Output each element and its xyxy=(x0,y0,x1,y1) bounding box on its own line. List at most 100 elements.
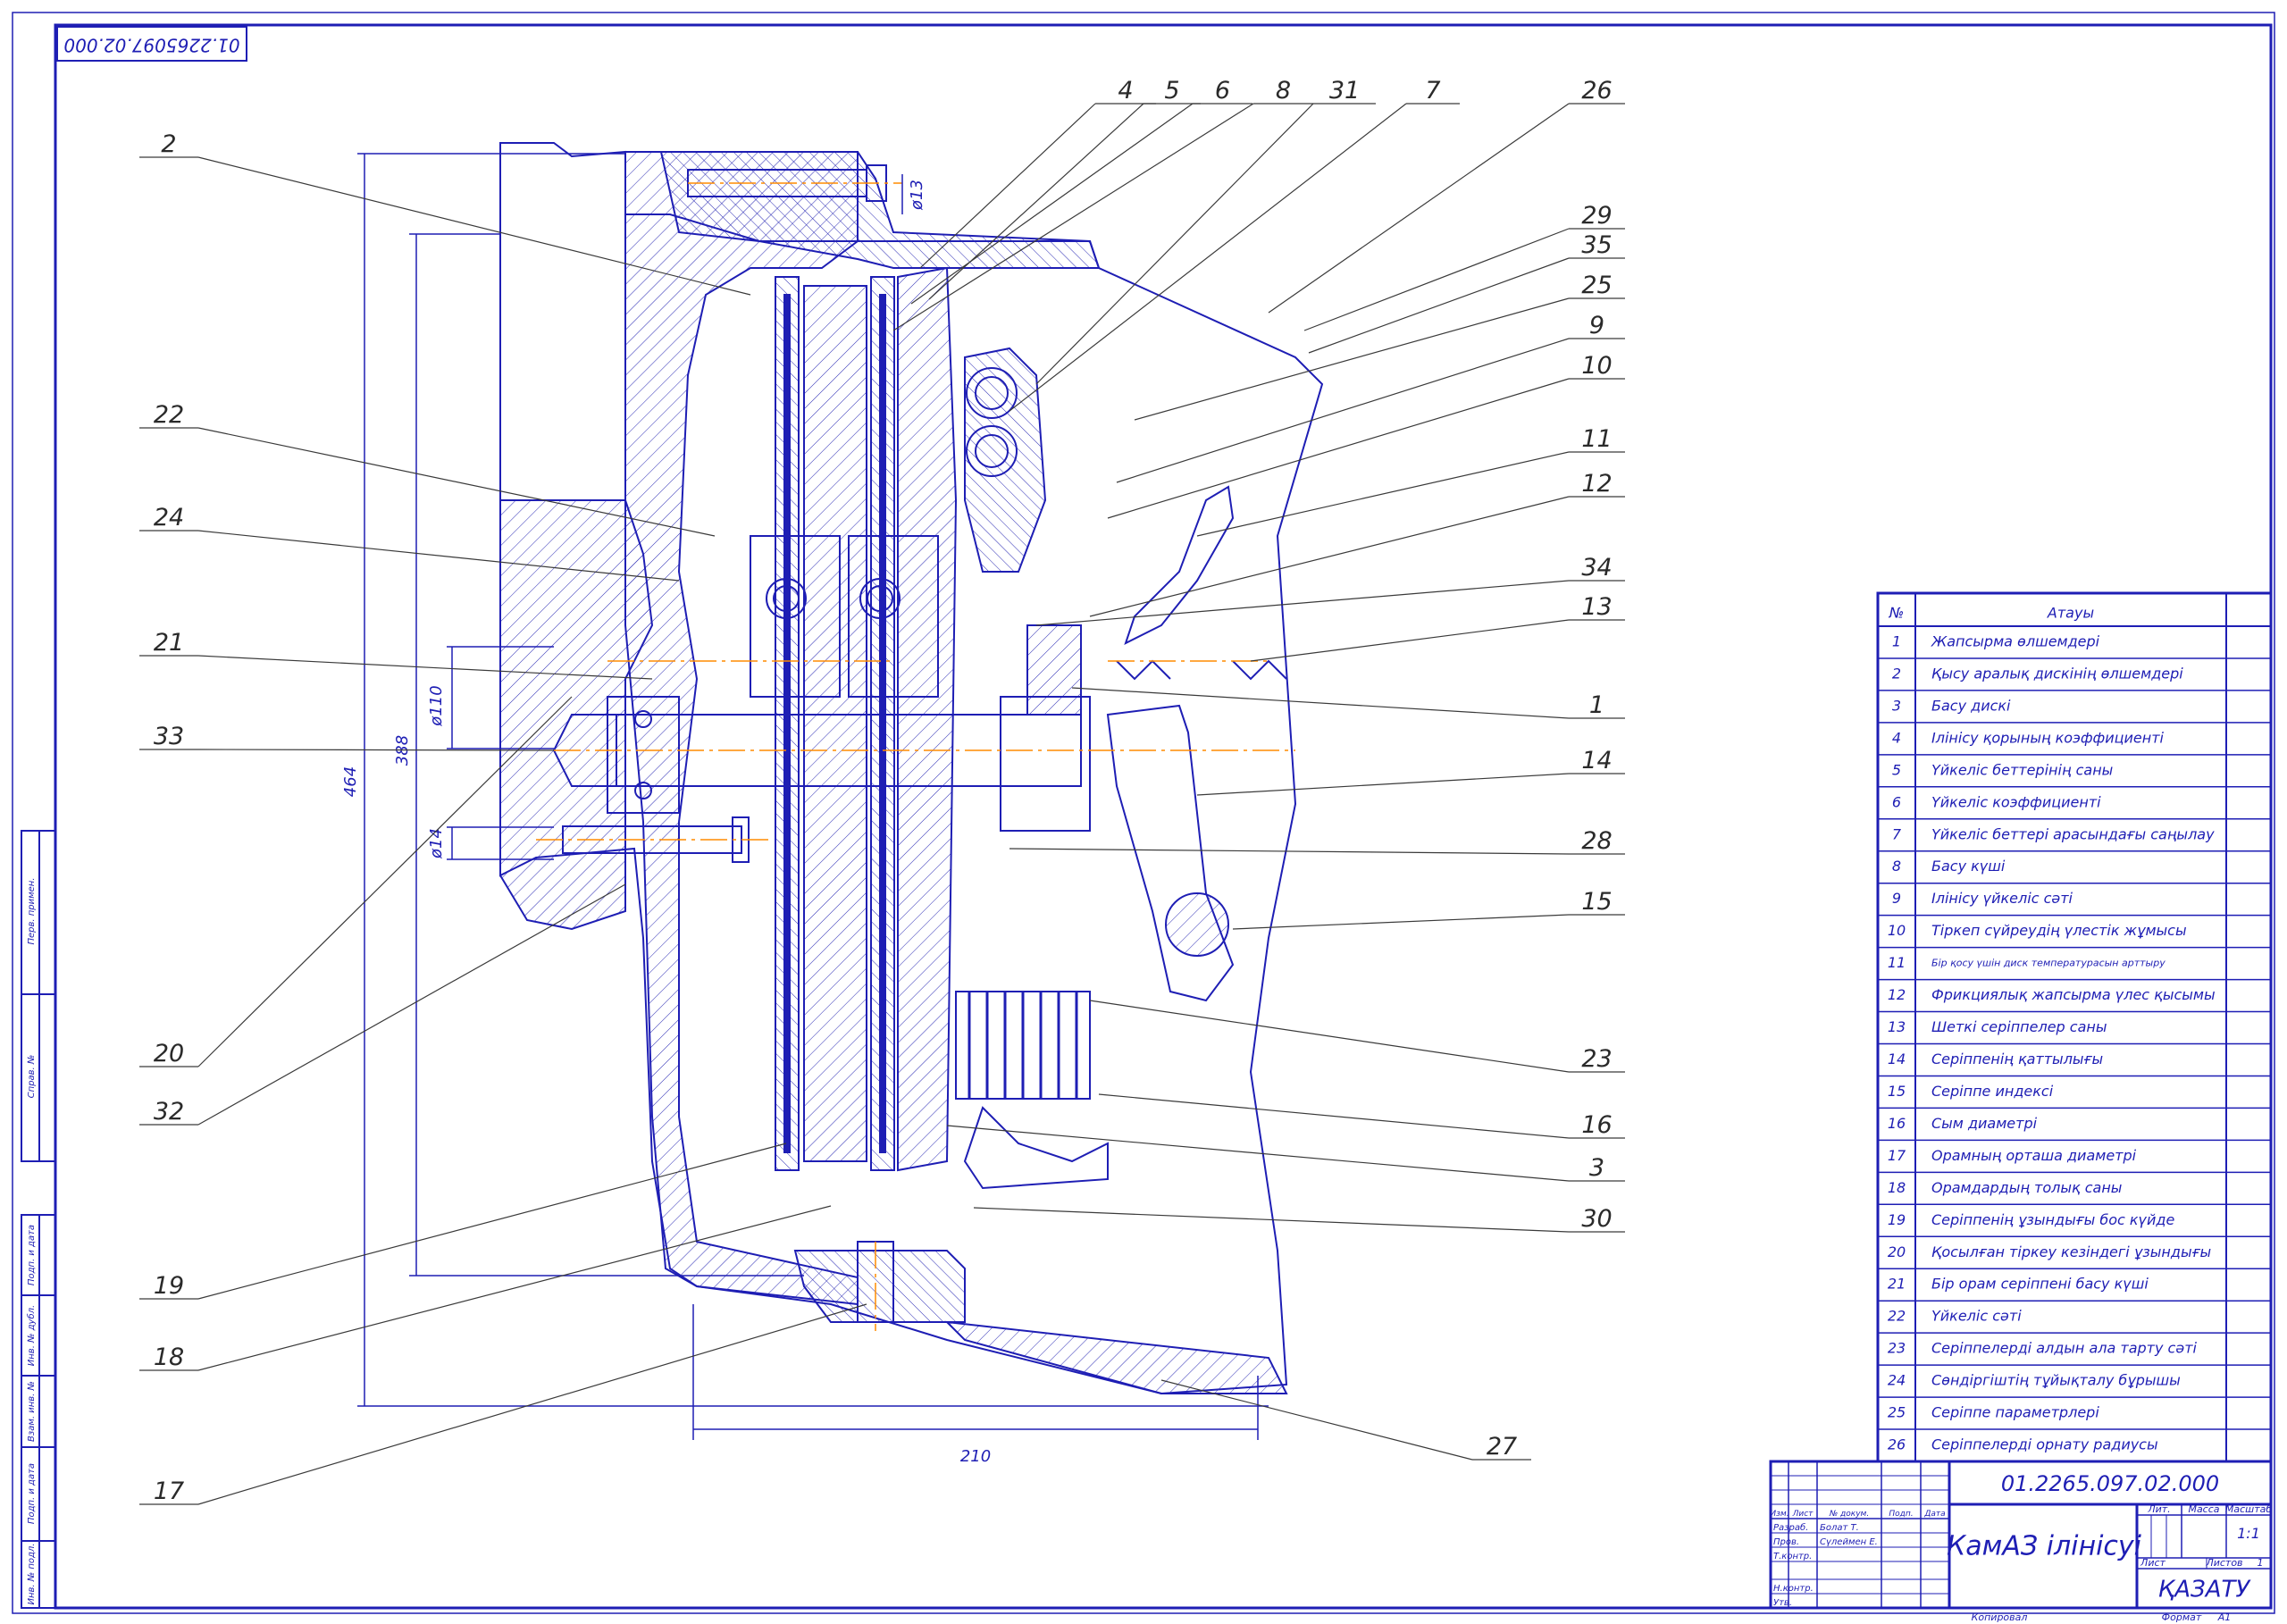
spec-row-no: 16 xyxy=(1888,1115,1906,1132)
spec-row-no: 24 xyxy=(1888,1372,1906,1389)
dimension-lines xyxy=(357,153,1269,1440)
callout-leader xyxy=(1160,1379,1473,1461)
spec-head-name: Атауы xyxy=(2047,605,2094,622)
role-label: Т.контр. xyxy=(1773,1552,1812,1561)
callout-number: 12 xyxy=(1581,470,1612,498)
spec-row-name: Серіппенің қаттылығы xyxy=(1931,1051,2103,1067)
callout-leader xyxy=(1009,848,1570,855)
spec-row-no: 12 xyxy=(1888,986,1906,1003)
dim-d14: ø14 xyxy=(427,828,446,859)
callout-number: 31 xyxy=(1329,77,1360,105)
callout-number: 32 xyxy=(154,1098,184,1126)
clutch-cross-section xyxy=(499,142,1324,1395)
organization: ҚАЗАТУ xyxy=(2158,1577,2252,1603)
callout-number: 27 xyxy=(1487,1433,1517,1461)
role-label: Пров. xyxy=(1773,1537,1799,1547)
callout-leader xyxy=(892,103,1254,331)
format-label: Формат xyxy=(2162,1611,2202,1623)
spec-row-no: 6 xyxy=(1892,793,1901,810)
side-label: Инв. № подл. xyxy=(27,1544,37,1605)
top-code-text: 01.2265097.02.000 xyxy=(63,35,239,56)
side-label: Подп. и дата xyxy=(27,1463,37,1524)
col-head: Лист xyxy=(1792,1510,1814,1519)
sheets-label: Листов xyxy=(2205,1557,2242,1569)
spec-row-name: Серіппе индексі xyxy=(1931,1083,2054,1100)
spec-row-no: 2 xyxy=(1892,665,1901,682)
spec-row-no: 4 xyxy=(1892,729,1901,746)
spec-row-name: Серіппенің ұзындығы бос күйде xyxy=(1931,1211,2174,1228)
callout-leader xyxy=(1009,103,1407,412)
callout-number: 10 xyxy=(1581,352,1612,380)
spec-row-name: Бір қосу үшін диск температурасын арттыр… xyxy=(1931,958,2166,969)
spec-row-no: 17 xyxy=(1888,1147,1906,1164)
callout-number: 17 xyxy=(154,1478,184,1505)
callout-leader xyxy=(1268,103,1570,314)
copied-label: Копировал xyxy=(1972,1611,2028,1623)
callout-leader xyxy=(1250,619,1570,662)
title-block-roles: Разраб.Болат Т.Пров.Сүлеймен Е.Т.контр.Н… xyxy=(1773,1522,1878,1608)
callout-leader xyxy=(973,1207,1570,1233)
role-label: Утв. xyxy=(1773,1598,1792,1608)
callout-number: 2 xyxy=(161,130,176,158)
dim-d110: ø110 xyxy=(427,685,446,726)
spec-row-name: Сым диаметрі xyxy=(1931,1115,2038,1132)
spec-row-no: 10 xyxy=(1888,922,1906,939)
callout-number: 24 xyxy=(154,504,184,532)
callout-number: 19 xyxy=(154,1272,184,1300)
mass-label: Масса xyxy=(2188,1503,2219,1515)
callout-number: 15 xyxy=(1581,888,1612,916)
spec-row-no: 23 xyxy=(1888,1340,1906,1357)
callout-leader xyxy=(946,1125,1570,1182)
callout-number: 11 xyxy=(1581,425,1612,453)
sheets-value: 1 xyxy=(2258,1557,2264,1569)
spec-head-no: № xyxy=(1889,605,1905,622)
person-name: Болат Т. xyxy=(1820,1523,1859,1533)
spec-row-name: Үйкеліс беттерінің саны xyxy=(1931,761,2113,778)
spec-row-name: Үйкеліс беттері арасындағы саңылау xyxy=(1931,825,2215,842)
centre-lines xyxy=(536,182,1295,1331)
callout-leader xyxy=(1232,914,1570,930)
spec-row-no: 7 xyxy=(1892,825,1902,842)
col-head: Изм. xyxy=(1770,1510,1789,1519)
role-label: Разраб. xyxy=(1773,1522,1808,1533)
callout-number: 4 xyxy=(1118,77,1133,105)
title-block-text: 01.2265.097.02.000 КамАЗ ілінісуі ҚАЗАТУ… xyxy=(1770,1471,2272,1623)
spec-row-no: 25 xyxy=(1888,1404,1906,1421)
spec-row-no: 5 xyxy=(1892,761,1901,778)
callout-leader xyxy=(197,530,680,582)
callout-number: 14 xyxy=(1581,747,1612,774)
callout-number: 20 xyxy=(154,1040,184,1067)
callout-number: 34 xyxy=(1581,554,1612,582)
col-head: Подп. xyxy=(1889,1510,1913,1519)
callout-leader xyxy=(1035,103,1314,385)
side-label: Взам. инв. № xyxy=(27,1381,37,1442)
spec-row-name: Орамдардың толық саны xyxy=(1931,1179,2122,1196)
spec-row-name: Ілінісу үйкеліс сәті xyxy=(1931,890,2073,907)
callout-number: 3 xyxy=(1589,1154,1604,1182)
callout-number: 25 xyxy=(1581,272,1612,299)
side-label: Инв. № дубл. xyxy=(26,1305,37,1366)
dim-464: 464 xyxy=(341,766,360,797)
callout-leader xyxy=(197,1143,787,1300)
spec-row-name: Серіппелерді алдын ала тарту сәті xyxy=(1931,1340,2198,1357)
spec-row-name: Басу күші xyxy=(1931,858,2006,875)
callout-leader xyxy=(197,883,626,1126)
callout-leader xyxy=(1071,687,1570,719)
callout-leader xyxy=(1134,297,1570,421)
callout-leader xyxy=(197,655,653,680)
callout-number: 18 xyxy=(154,1344,184,1371)
spec-row-name: Орамның орташа диаметрі xyxy=(1931,1147,2137,1164)
callout-leader xyxy=(197,696,573,1067)
callout-leader xyxy=(1107,378,1570,519)
dim-210: 210 xyxy=(960,1447,991,1466)
dim-d13: ø13 xyxy=(908,180,926,211)
spec-row-no: 3 xyxy=(1892,697,1901,714)
callout-leader xyxy=(910,103,1194,305)
spec-row-name: Серіппелерді орнату радиусы xyxy=(1931,1436,2158,1453)
callout-leader xyxy=(928,103,1144,300)
col-head: № докум. xyxy=(1829,1510,1869,1519)
person-name: Сүлеймен Е. xyxy=(1820,1537,1878,1547)
spec-row-no: 14 xyxy=(1888,1051,1906,1067)
lit-label: Лит. xyxy=(2147,1503,2170,1515)
